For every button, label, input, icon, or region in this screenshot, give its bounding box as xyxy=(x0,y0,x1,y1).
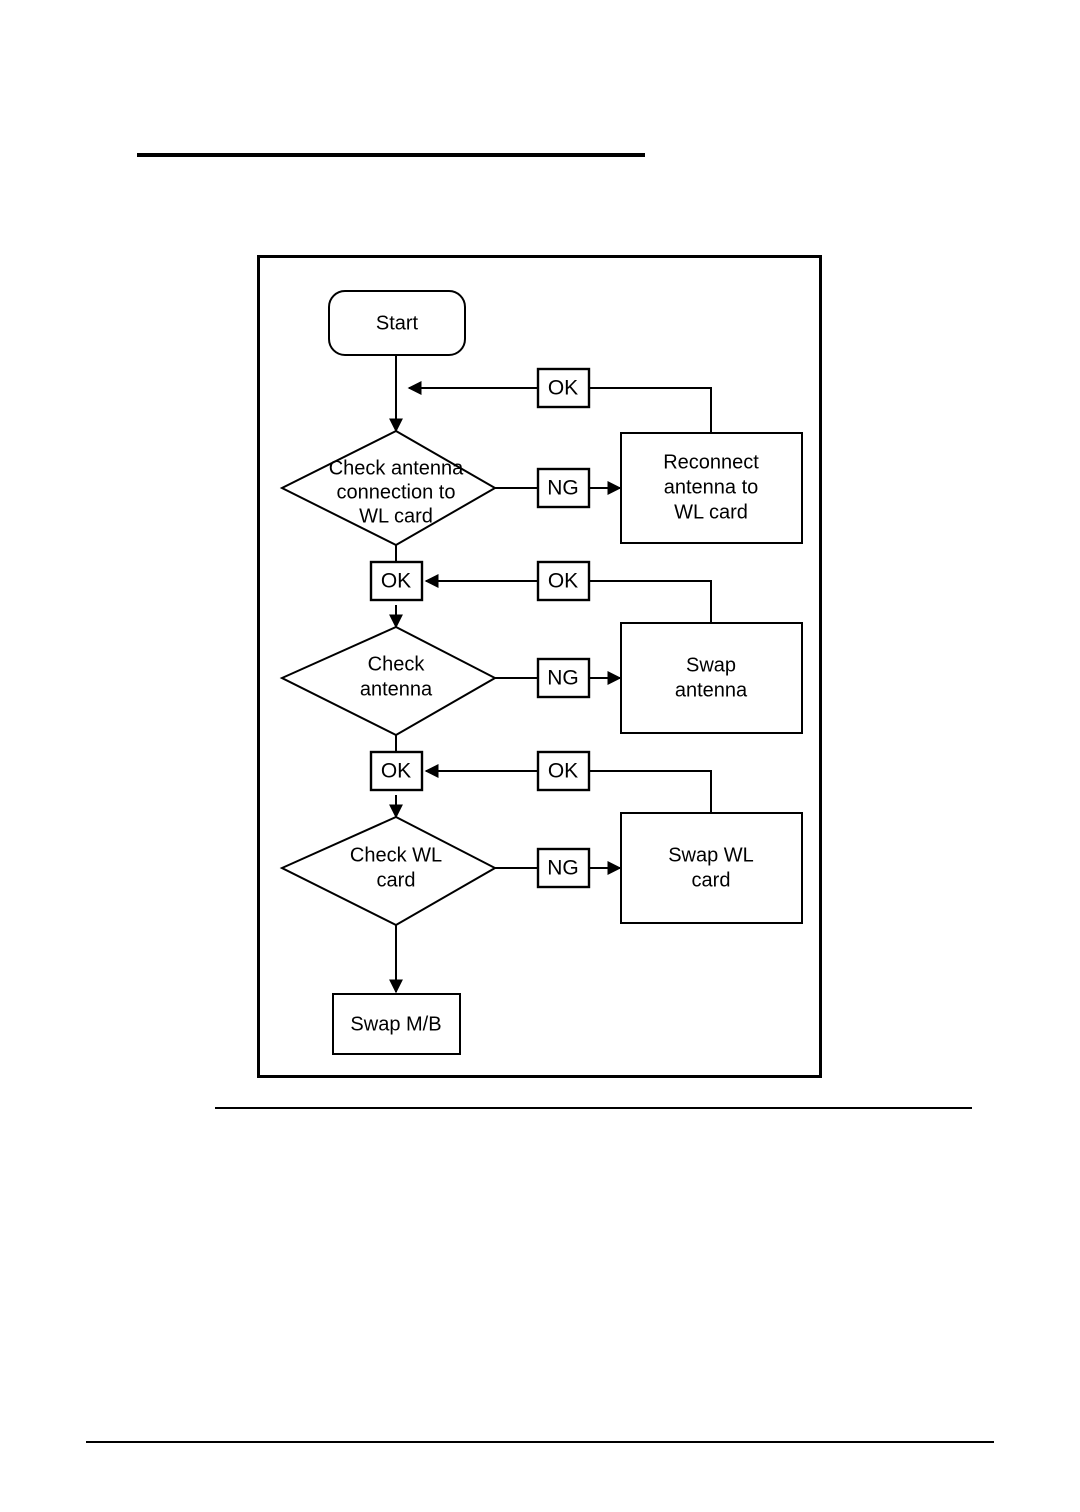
connector-ok-return-2 xyxy=(424,574,712,623)
process1-line1: Reconnect xyxy=(663,451,759,473)
node-terminal-label: Swap M/B xyxy=(350,1013,441,1035)
node-start[interactable]: Start xyxy=(328,290,466,356)
edge-label-ng-3-text: NG xyxy=(547,857,579,880)
node-process-reconnect-antenna[interactable]: Reconnect antenna to WL card xyxy=(620,432,803,544)
decision3-line1: Check WL xyxy=(350,844,442,866)
decision1-line3: WL card xyxy=(359,505,433,527)
flowchart-diagram: Start Check antenna connection to WL car… xyxy=(279,290,803,1055)
decision3-line2: card xyxy=(377,869,416,891)
edge-label-ng-1-text: NG xyxy=(547,477,579,500)
decision1-line1: Check antenna xyxy=(329,457,464,479)
footer-rule xyxy=(86,1441,994,1443)
edge-label-ok-return-1-text: OK xyxy=(548,377,578,400)
header-rule xyxy=(137,153,645,157)
edge-label-ok-return-1[interactable]: OK xyxy=(536,367,591,409)
process3-line1: Swap WL xyxy=(668,844,754,866)
process1-line2: antenna to xyxy=(664,476,759,498)
edge-label-ok-return-3-text: OK xyxy=(548,760,578,783)
decision2-line1: Check xyxy=(368,653,426,675)
section-divider-rule xyxy=(215,1107,972,1109)
node-decision-check-antenna[interactable]: Check antenna xyxy=(279,625,498,737)
node-start-label: Start xyxy=(376,312,419,334)
process3-line2: card xyxy=(692,869,731,891)
decision1-line2: connection to xyxy=(337,481,456,503)
connector-ok-return-3 xyxy=(424,764,712,813)
connector-ok-return-1 xyxy=(407,381,712,433)
node-decision-antenna-connection[interactable]: Check antenna connection to WL card xyxy=(279,429,498,547)
edge-label-ng-1[interactable]: NG xyxy=(536,467,591,509)
edge-label-ng-2-text: NG xyxy=(547,667,579,690)
node-decision-check-wl-card[interactable]: Check WL card xyxy=(279,815,498,927)
edge-label-ng-2[interactable]: NG xyxy=(536,657,591,699)
node-terminal-swap-mb[interactable]: Swap M/B xyxy=(332,993,461,1055)
edge-label-ok-path-2[interactable]: OK xyxy=(369,750,424,792)
node-process-swap-antenna[interactable]: Swap antenna xyxy=(620,622,803,734)
process1-line3: WL card xyxy=(674,501,748,523)
edge-label-ok-path-1-text: OK xyxy=(381,570,411,593)
process2-line1: Swap xyxy=(686,654,736,676)
edge-label-ok-path-2-text: OK xyxy=(381,760,411,783)
edge-label-ok-return-3[interactable]: OK xyxy=(536,750,591,792)
process2-line2: antenna xyxy=(675,679,748,701)
edge-label-ok-path-1[interactable]: OK xyxy=(369,560,424,602)
decision2-line2: antenna xyxy=(360,678,433,700)
node-process-swap-wl-card[interactable]: Swap WL card xyxy=(620,812,803,924)
edge-label-ok-return-2-text: OK xyxy=(548,570,578,593)
edge-label-ok-return-2[interactable]: OK xyxy=(536,560,591,602)
edge-label-ng-3[interactable]: NG xyxy=(536,847,591,889)
